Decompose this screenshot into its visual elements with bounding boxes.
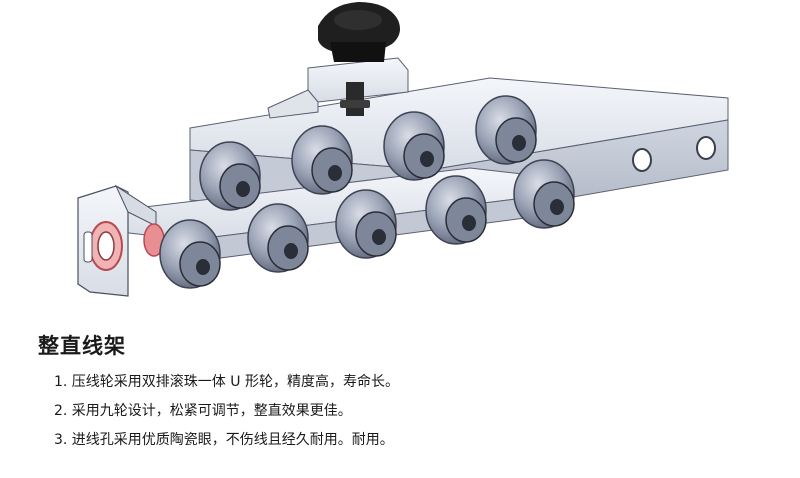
- feature-item: 3. 进线孔采用优质陶瓷眼，不伤线且经久耐用。耐用。: [54, 432, 394, 448]
- mount-hole-1: [632, 148, 652, 172]
- roller-wheel-icon: [383, 111, 445, 181]
- product-title: 整直线架: [38, 334, 126, 358]
- adjustment-knob-icon: [318, 2, 400, 62]
- feature-item: 2. 采用九轮设计，松紧可调节，整直效果更佳。: [54, 403, 352, 419]
- adjustment-assembly: [267, 2, 409, 119]
- roller-wheel-icon: [159, 219, 221, 289]
- feature-item: 1. 压线轮采用双排滚珠一体 U 形轮，精度高，寿命长。: [54, 374, 399, 390]
- roller-wheel-icon: [425, 175, 487, 245]
- ceramic-eye-icon: [89, 221, 165, 271]
- roller-wheel-icon: [199, 141, 261, 211]
- roller-wheel-icon: [247, 203, 309, 273]
- product-illustration: [77, 2, 729, 297]
- roller-wheel-icon: [291, 125, 353, 195]
- inlet-bracket: [77, 184, 165, 297]
- feature-list: 1. 压线轮采用双排滚珠一体 U 形轮，精度高，寿命长。 2. 采用九轮设计，松…: [54, 368, 399, 455]
- roller-wheel-icon: [335, 189, 397, 259]
- roller-wheel-icon: [475, 95, 537, 165]
- roller-wheels: [159, 95, 575, 289]
- mount-hole-2: [696, 136, 716, 160]
- roller-wheel-icon: [513, 159, 575, 229]
